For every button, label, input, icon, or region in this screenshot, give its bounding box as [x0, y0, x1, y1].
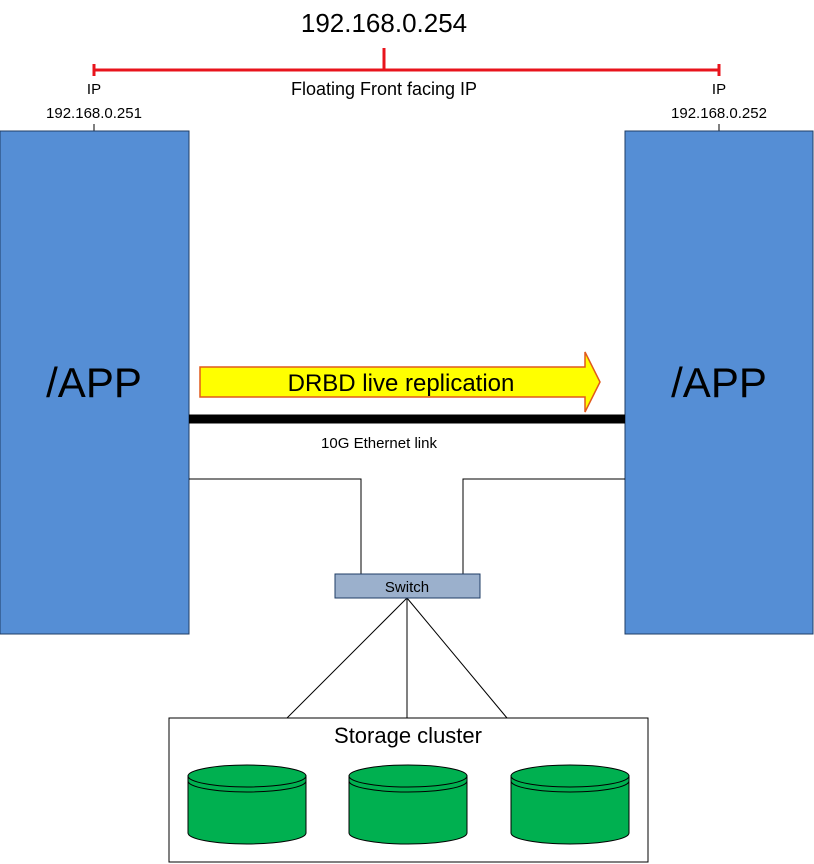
storage-disk-icon: [348, 764, 468, 845]
server-left-box: [0, 130, 190, 635]
switch-storage-cable-left: [286, 597, 408, 719]
switch-connections: [189, 478, 625, 719]
ethernet-link: 10G Ethernet link: [189, 414, 625, 452]
left-server-switch-cable: [189, 478, 362, 574]
replication-arrow-shape: [199, 351, 601, 413]
switch: Switch: [334, 573, 481, 599]
storage-cluster-label: Storage cluster: [334, 723, 482, 748]
switch-label: Switch: [385, 579, 429, 596]
server-left-ip-label: IP: [87, 81, 101, 98]
replication-arrow: DRBD live replication: [199, 351, 601, 413]
server-left-ip-address: 192.168.0.251: [46, 105, 142, 122]
storage-cluster: Storage cluster: [168, 717, 649, 863]
storage-disk-icon: [510, 764, 630, 845]
right-server-switch-cable: [462, 478, 625, 574]
switch-storage-cable-right: [406, 597, 508, 719]
server-left-mount: /APP: [46, 359, 142, 406]
replication-label: DRBD live replication: [288, 370, 515, 397]
storage-disk-icon: [187, 764, 307, 845]
floating-ip-label: Floating Front facing IP: [291, 79, 477, 99]
server-right-box: [624, 130, 814, 635]
server-right-ip-label: IP: [712, 81, 726, 98]
floating-ip-group: 192.168.0.254 Floating Front facing IP: [92, 8, 721, 99]
ethernet-link-label: 10G Ethernet link: [321, 435, 437, 452]
server-right-ip-address: 192.168.0.252: [671, 105, 767, 122]
server-left: IP 192.168.0.251 /APP: [0, 81, 190, 635]
switch-box: [334, 573, 481, 599]
floating-ip-address: 192.168.0.254: [301, 8, 467, 38]
server-right-mount: /APP: [671, 359, 767, 406]
server-right: IP 192.168.0.252 /APP: [624, 81, 814, 635]
